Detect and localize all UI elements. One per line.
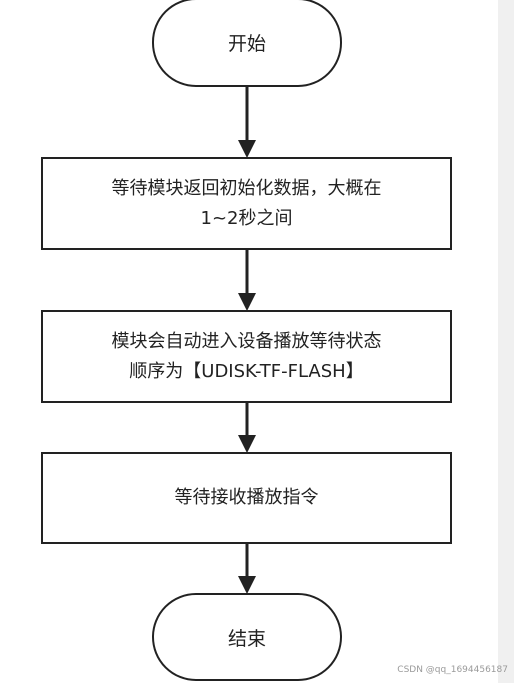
- start-label: 开始: [227, 33, 266, 55]
- process-wait-init: 等待模块返回初始化数据，大概在 1~2秒之间: [41, 157, 452, 250]
- start-node: 开始: [152, 0, 342, 87]
- watermark: CSDN @qq_1694456187: [397, 665, 508, 675]
- page-margin: [498, 0, 514, 683]
- process-wait-command: 等待接收播放指令: [41, 452, 452, 544]
- end-node: 结束: [152, 593, 342, 681]
- process-wait-init-line1: 等待模块返回初始化数据，大概在: [111, 177, 382, 199]
- process-auto-device-line1: 模块会自动进入设备播放等待状态: [111, 330, 382, 352]
- process-wait-command-label: 等待接收播放指令: [174, 487, 319, 508]
- process-auto-device: 模块会自动进入设备播放等待状态 顺序为【UDISK-TF-FLASH】: [41, 310, 452, 403]
- end-label: 结束: [227, 627, 266, 650]
- process-wait-init-line2: 1~2秒之间: [200, 207, 293, 229]
- process-auto-device-line2: 顺序为【UDISK-TF-FLASH】: [129, 360, 364, 382]
